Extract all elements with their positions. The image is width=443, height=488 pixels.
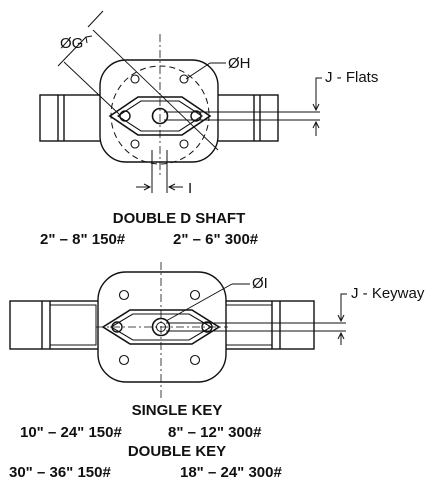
bottom-caption-double-size-300: 18" – 24" 300# <box>180 464 282 481</box>
bottom-right-lug <box>221 300 315 350</box>
bottom-left-lug <box>9 300 101 350</box>
top-g-label: ØG <box>60 35 84 52</box>
top-left-lug <box>39 94 103 142</box>
top-caption-title: DOUBLE D SHAFT <box>112 210 246 227</box>
top-caption-size-300: 2" – 6" 300# <box>173 231 259 248</box>
top-right-lug <box>215 94 279 142</box>
bottom-bolt-holes <box>118 289 201 366</box>
bottom-caption-single-size-150: 10" – 24" 150# <box>20 424 122 441</box>
top-flange-body <box>99 59 219 163</box>
bottom-figure <box>9 262 347 398</box>
bottom-j-label: J - Keyway <box>351 285 425 302</box>
top-h-leader <box>185 62 226 80</box>
top-figure <box>39 10 322 193</box>
bottom-caption-double-title: DOUBLE KEY <box>127 443 227 460</box>
top-pad-hole-right <box>190 110 202 122</box>
top-i-dimension <box>136 150 183 193</box>
top-j-label: J - Flats <box>325 69 379 86</box>
top-bolt-holes <box>130 74 189 149</box>
bottom-caption-double-size-150: 30" – 36" 150# <box>9 464 111 481</box>
bottom-caption-single-size-300: 8" – 12" 300# <box>168 424 262 441</box>
top-g-dimension <box>57 10 219 151</box>
top-caption-size-150: 2" – 8" 150# <box>40 231 126 248</box>
bottom-shaft <box>151 317 171 337</box>
bottom-i-leader <box>165 283 250 322</box>
top-pad-hole-left <box>119 110 131 122</box>
top-shaft <box>151 107 169 125</box>
top-mounting-pad-inner <box>116 100 204 132</box>
top-h-label: ØH <box>228 55 251 72</box>
bottom-j-dimension <box>337 293 347 345</box>
top-j-dimension <box>312 77 322 136</box>
bottom-caption-single-title: SINGLE KEY <box>131 402 223 419</box>
top-mounting-pad-outer <box>108 96 212 136</box>
top-i-label: I <box>188 180 193 197</box>
bottom-i-label: ØI <box>252 275 268 292</box>
